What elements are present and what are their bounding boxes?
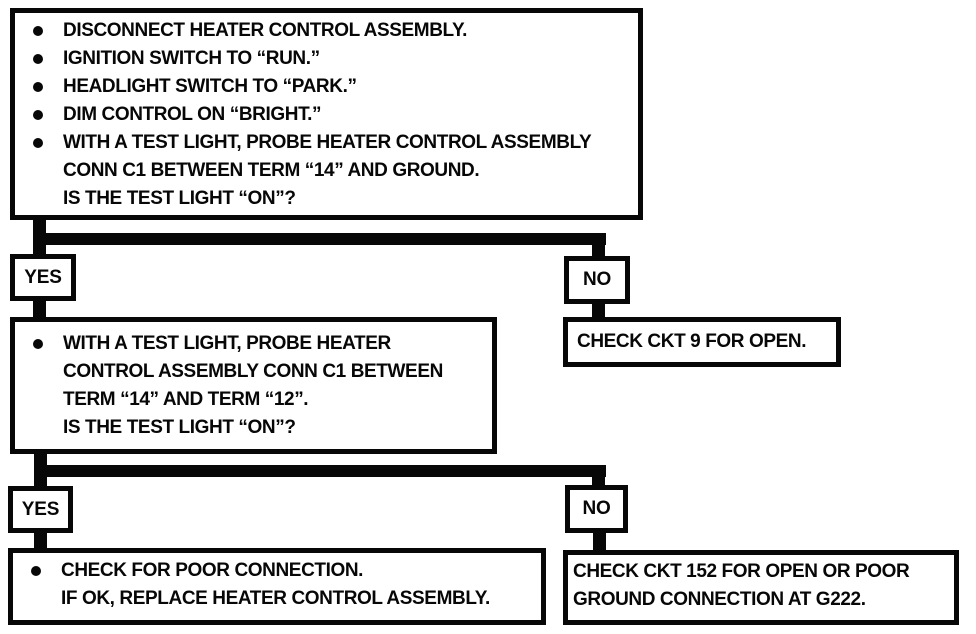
instruction-text: DIM CONTROL ON “BRIGHT.” (63, 104, 322, 125)
connector-line (592, 465, 605, 490)
instruction-text: IGNITION SWITCH TO “RUN.” (63, 48, 320, 69)
instruction-row: WITH A TEST LIGHT, PROBE HEATER CONTROL … (15, 129, 638, 213)
result-check-ckt9-box: CHECK CKT 9 FOR OPEN. (563, 317, 841, 367)
connector-line (34, 530, 47, 550)
instruction-row: DISCONNECT HEATER CONTROL ASSEMBLY. (15, 17, 638, 45)
bullet-icon (33, 82, 43, 92)
bullet-icon (31, 566, 41, 576)
instruction-row: DIM CONTROL ON “BRIGHT.” (15, 101, 638, 129)
bullet-icon (33, 110, 43, 120)
instruction-text: WITH A TEST LIGHT, PROBE HEATER CONTROL … (63, 132, 592, 209)
no-label-2: NO (565, 485, 628, 533)
instruction-row: HEADLIGHT SWITCH TO “PARK.” (15, 73, 638, 101)
bullet-icon (33, 54, 43, 64)
instruction-row: WITH A TEST LIGHT, PROBE HEATER CONTROL … (15, 330, 492, 442)
connector-line (593, 530, 606, 552)
result-check-ckt152-box: CHECK CKT 152 FOR OPEN OR POOR GROUND CO… (563, 550, 959, 625)
bullet-icon (33, 138, 43, 148)
instruction-row: IGNITION SWITCH TO “RUN.” (15, 45, 638, 73)
result-text: CHECK FOR POOR CONNECTION. IF OK, REPLAC… (61, 560, 490, 609)
connector-line (33, 298, 46, 322)
yes-label-1: YES (10, 254, 76, 301)
connector-line (592, 233, 605, 261)
question-text: WITH A TEST LIGHT, PROBE HEATER CONTROL … (63, 333, 443, 438)
connector-line (34, 465, 606, 477)
step2-question-box: WITH A TEST LIGHT, PROBE HEATER CONTROL … (10, 317, 497, 454)
no-label-1: NO (564, 256, 630, 304)
result-text: CHECK CKT 152 FOR OPEN OR POOR GROUND CO… (573, 561, 910, 610)
result-replace-assembly-box: CHECK FOR POOR CONNECTION. IF OK, REPLAC… (8, 548, 546, 625)
result-text: CHECK CKT 9 FOR OPEN. (577, 331, 807, 352)
instruction-row: CHECK FOR POOR CONNECTION. IF OK, REPLAC… (13, 557, 541, 613)
bullet-icon (33, 26, 43, 36)
yes-label-2: YES (8, 486, 73, 533)
connector-line (33, 233, 606, 245)
step1-instructions-box: DISCONNECT HEATER CONTROL ASSEMBLY. IGNI… (10, 8, 643, 220)
instruction-text: DISCONNECT HEATER CONTROL ASSEMBLY. (63, 20, 468, 41)
instruction-text: HEADLIGHT SWITCH TO “PARK.” (63, 76, 357, 97)
bullet-icon (33, 339, 43, 349)
